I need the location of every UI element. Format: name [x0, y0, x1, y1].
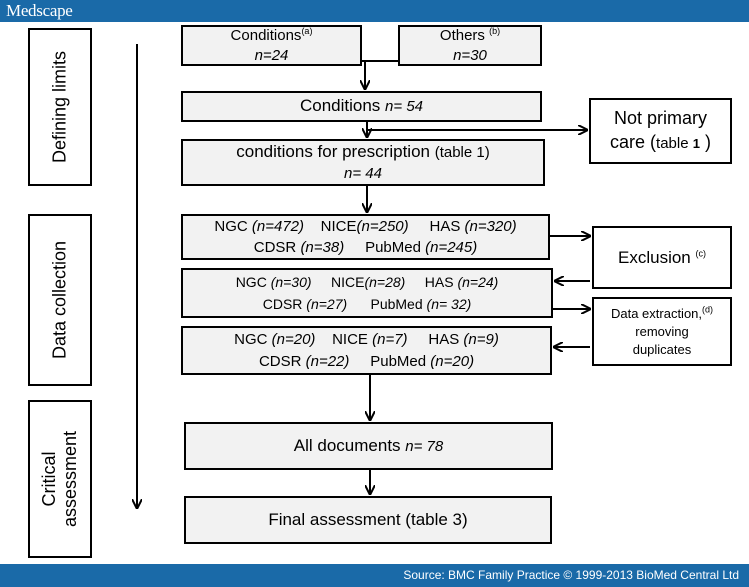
round2-has-count: (n=24): [457, 274, 499, 290]
stage-data-collection: Data collection: [28, 214, 92, 386]
round1-nice: NICE: [320, 218, 357, 235]
box-search-round2: NGC (n=30) NICE(n=28) HAS (n=24) CDSR (n…: [181, 268, 553, 318]
round3-ngc: NGC: [234, 330, 272, 348]
round2-has: HAS: [424, 274, 458, 290]
stage-critical-line2: assessment: [60, 430, 80, 528]
round1-has: HAS: [429, 218, 465, 235]
round1-cdsr: CDSR: [253, 239, 301, 256]
conditions-label: Conditions: [299, 96, 386, 115]
round2-cdsr: CDSR: [262, 296, 307, 312]
conditions-count: n= 54: [385, 98, 424, 115]
round2-nice-count: (n=28): [364, 274, 406, 290]
round2-ngc: NGC: [235, 274, 271, 290]
round2-cdsr-count: (n=27): [306, 296, 348, 312]
round1-pubmed-count: (n=245): [425, 239, 478, 256]
source-credit: Source: BMC Family Practice © 1999-2013 …: [403, 568, 739, 582]
stage-critical-assessment-label: Critical assessment: [39, 431, 81, 527]
box-others-b: Others (b) n=30: [398, 25, 542, 66]
round3-pubmed: PubMed: [370, 352, 431, 370]
stage-critical-line1: Critical: [39, 451, 59, 507]
round1-pubmed: PubMed: [365, 239, 426, 256]
extraction-line3: duplicates: [632, 341, 692, 357]
exclusion-label: Exclusion: [618, 247, 696, 267]
round2-pubmed-count: (n= 32): [426, 296, 472, 312]
box-final-assessment: Final assessment (table 3): [184, 496, 552, 544]
conditions-a-count: n=24: [254, 46, 289, 64]
round2-ngc-count: (n=30): [270, 274, 312, 290]
extraction-line1: Data extraction,: [610, 305, 703, 321]
box-conditions-for-prescription: conditions for prescription (table 1) n=…: [181, 139, 545, 186]
stage-defining-limits: Defining limits: [28, 28, 92, 186]
round3-cdsr: CDSR: [258, 352, 306, 370]
box-all-documents: All documents n= 78: [184, 422, 553, 470]
box-search-round3: NGC (n=20) NICE (n=7) HAS (n=9) CDSR (n=…: [181, 326, 552, 375]
round1-cdsr-count: (n=38): [300, 239, 345, 256]
round3-nice: NICE: [332, 330, 373, 348]
not-primary-line2: care (: [610, 132, 657, 152]
round2-pubmed: PubMed: [370, 296, 427, 312]
box-not-primary-care: Not primary care (table 1 ): [589, 98, 732, 164]
stage-defining-limits-label: Defining limits: [49, 50, 70, 164]
box-conditions: Conditions n= 54: [181, 91, 542, 122]
flowchart: Defining limits Data collection Critical…: [0, 22, 749, 564]
not-primary-table-num: 1: [692, 136, 700, 151]
box-conditions-a: Conditions(a) n=24: [181, 25, 362, 66]
prescription-table: (table 1): [434, 143, 490, 161]
final-label: Final assessment (table 3): [268, 510, 468, 529]
round3-cdsr-count: (n=22): [305, 352, 350, 370]
medscape-logo[interactable]: Medscape: [6, 1, 73, 20]
round3-has-count: (n=9): [463, 330, 499, 348]
round1-ngc: NGC: [214, 218, 252, 235]
exclusion-sup: (c): [695, 247, 706, 258]
others-b-label: Others: [439, 26, 490, 44]
conditions-a-sup: (a): [301, 25, 313, 36]
round2-nice: NICE: [331, 274, 365, 290]
round1-nice-count: (n=250): [356, 218, 409, 235]
all-docs-count: n= 78: [405, 437, 444, 455]
extraction-line2: removing: [635, 323, 689, 339]
round3-has: HAS: [428, 330, 464, 348]
footer-bar: Source: BMC Family Practice © 1999-2013 …: [0, 564, 749, 587]
not-primary-line1: Not primary: [613, 108, 707, 128]
not-primary-close: ): [699, 132, 711, 152]
round3-ngc-count: (n=20): [271, 330, 316, 348]
box-data-extraction: Data extraction,(d) removing duplicates: [592, 297, 732, 366]
round3-nice-count: (n=7): [372, 330, 408, 348]
all-docs-label: All documents: [293, 435, 406, 455]
conditions-a-label: Conditions: [230, 26, 302, 44]
stage-data-collection-label: Data collection: [49, 240, 70, 360]
not-primary-table: table: [656, 135, 693, 152]
others-b-sup: (b): [489, 25, 501, 36]
round1-ngc-count: (n=472): [251, 218, 304, 235]
others-b-count: n=30: [453, 46, 487, 64]
stage-critical-assessment: Critical assessment: [28, 400, 92, 558]
box-search-round1: NGC (n=472) NICE(n=250) HAS (n=320) CDSR…: [181, 214, 550, 260]
box-exclusion: Exclusion (c): [592, 226, 732, 289]
prescription-count: n= 44: [344, 164, 382, 182]
prescription-label: conditions for prescription: [236, 141, 435, 161]
header-bar: Medscape: [0, 0, 749, 22]
extraction-sup: (d): [702, 304, 714, 315]
round3-pubmed-count: (n=20): [430, 352, 475, 370]
round1-has-count: (n=320): [464, 218, 517, 235]
